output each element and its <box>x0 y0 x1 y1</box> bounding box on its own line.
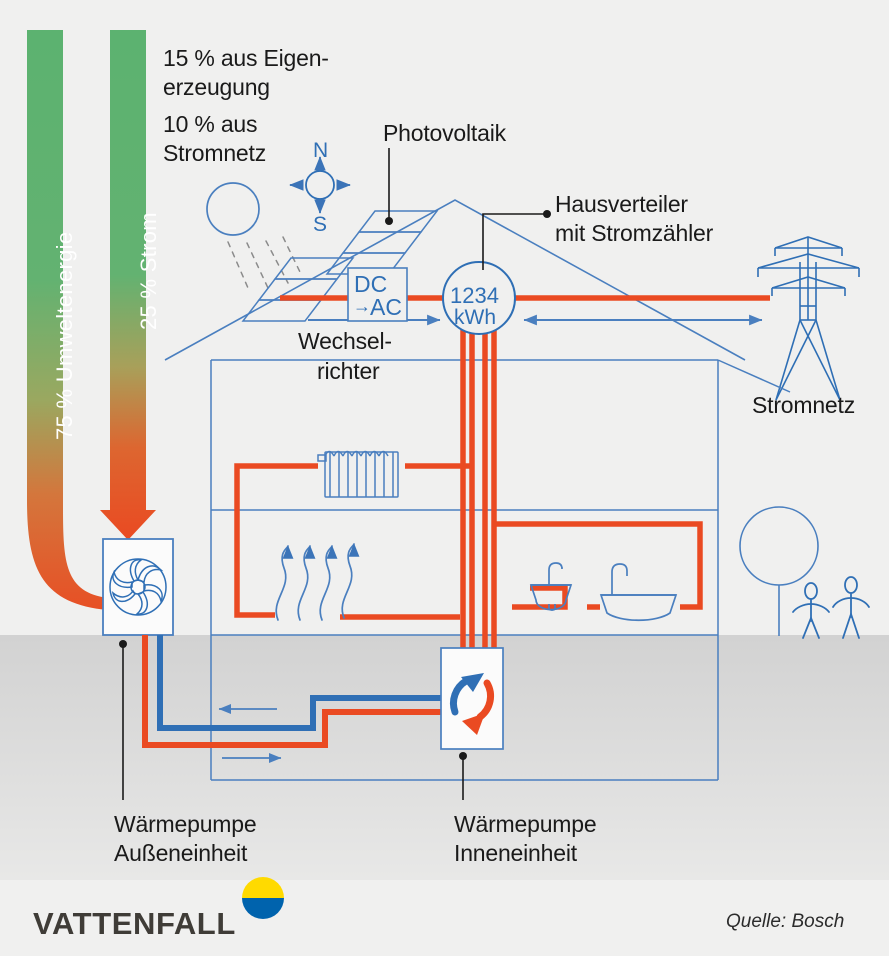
breakdown-eigenerzeugung-line2: erzeugung <box>163 74 270 100</box>
energy-bar-label-umweltenergie: 75 % Umweltenergie <box>52 231 77 440</box>
leader-lines <box>119 148 551 800</box>
compass-south-label: S <box>313 213 328 236</box>
sink-icon <box>529 562 573 611</box>
heat-pump-indoor-icon <box>440 647 504 750</box>
meter-unit: kWh <box>454 306 496 329</box>
breakdown-stromnetz-line2: Stromnetz <box>163 140 267 166</box>
electricity-meter-icon <box>442 261 516 335</box>
label-wp-innen-line1: Wärmepumpe <box>454 811 597 837</box>
inverter-dc-label: DC <box>354 271 388 297</box>
label-hausverteiler-line1: Hausverteiler <box>555 191 688 217</box>
energy-bar-umweltenergie <box>27 30 140 626</box>
label-stromnetz: Stromnetz <box>752 392 856 418</box>
tree-icon <box>739 506 819 636</box>
ground-pipe-arrows <box>218 703 282 764</box>
radiator-icon <box>317 450 399 498</box>
inverter-ac-label: AC <box>370 294 402 320</box>
label-photovoltaik: Photovoltaik <box>383 120 506 146</box>
label-hausverteiler-line2: mit Stromzähler <box>555 220 714 246</box>
compass-north-label: N <box>313 139 329 162</box>
pylon-connection-line <box>717 359 791 393</box>
energy-bar-label-strom: 25 % Strom <box>136 212 161 330</box>
inverter-arrow-icon: → <box>353 296 371 316</box>
compass-icon <box>289 156 351 214</box>
bathtub-icon <box>599 563 678 622</box>
vattenfall-wordmark: VATTENFALL <box>33 906 236 941</box>
source-attribution: Quelle: Bosch <box>726 911 845 932</box>
heating-circuits <box>234 463 703 620</box>
energy-bar-strom <box>100 30 156 540</box>
sun-icon <box>206 182 301 289</box>
label-wechselrichter-line2: richter <box>317 358 380 384</box>
label-wp-innen-line2: Inneneinheit <box>454 840 577 866</box>
heat-pump-outdoor-icon <box>102 538 174 636</box>
breakdown-stromnetz-line1: 10 % aus <box>163 111 258 137</box>
people-icon <box>792 576 870 639</box>
solar-panel-icon <box>241 210 439 322</box>
meter-value: 1234 <box>450 283 499 308</box>
underfloor-heating-icon <box>275 543 360 621</box>
ground-pipes <box>142 635 442 748</box>
inverter-icon <box>347 267 408 322</box>
label-wp-aussen-line2: Außeneinheit <box>114 840 248 866</box>
pylon-icon <box>757 236 860 401</box>
breakdown-eigenerzeugung-line1: 15 % aus Eigen- <box>163 45 329 71</box>
vattenfall-logo-mark <box>242 877 284 919</box>
electric-wiring <box>280 295 770 648</box>
label-wechselrichter-line1: Wechsel- <box>298 328 392 354</box>
label-wp-aussen-line1: Wärmepumpe <box>114 811 257 837</box>
